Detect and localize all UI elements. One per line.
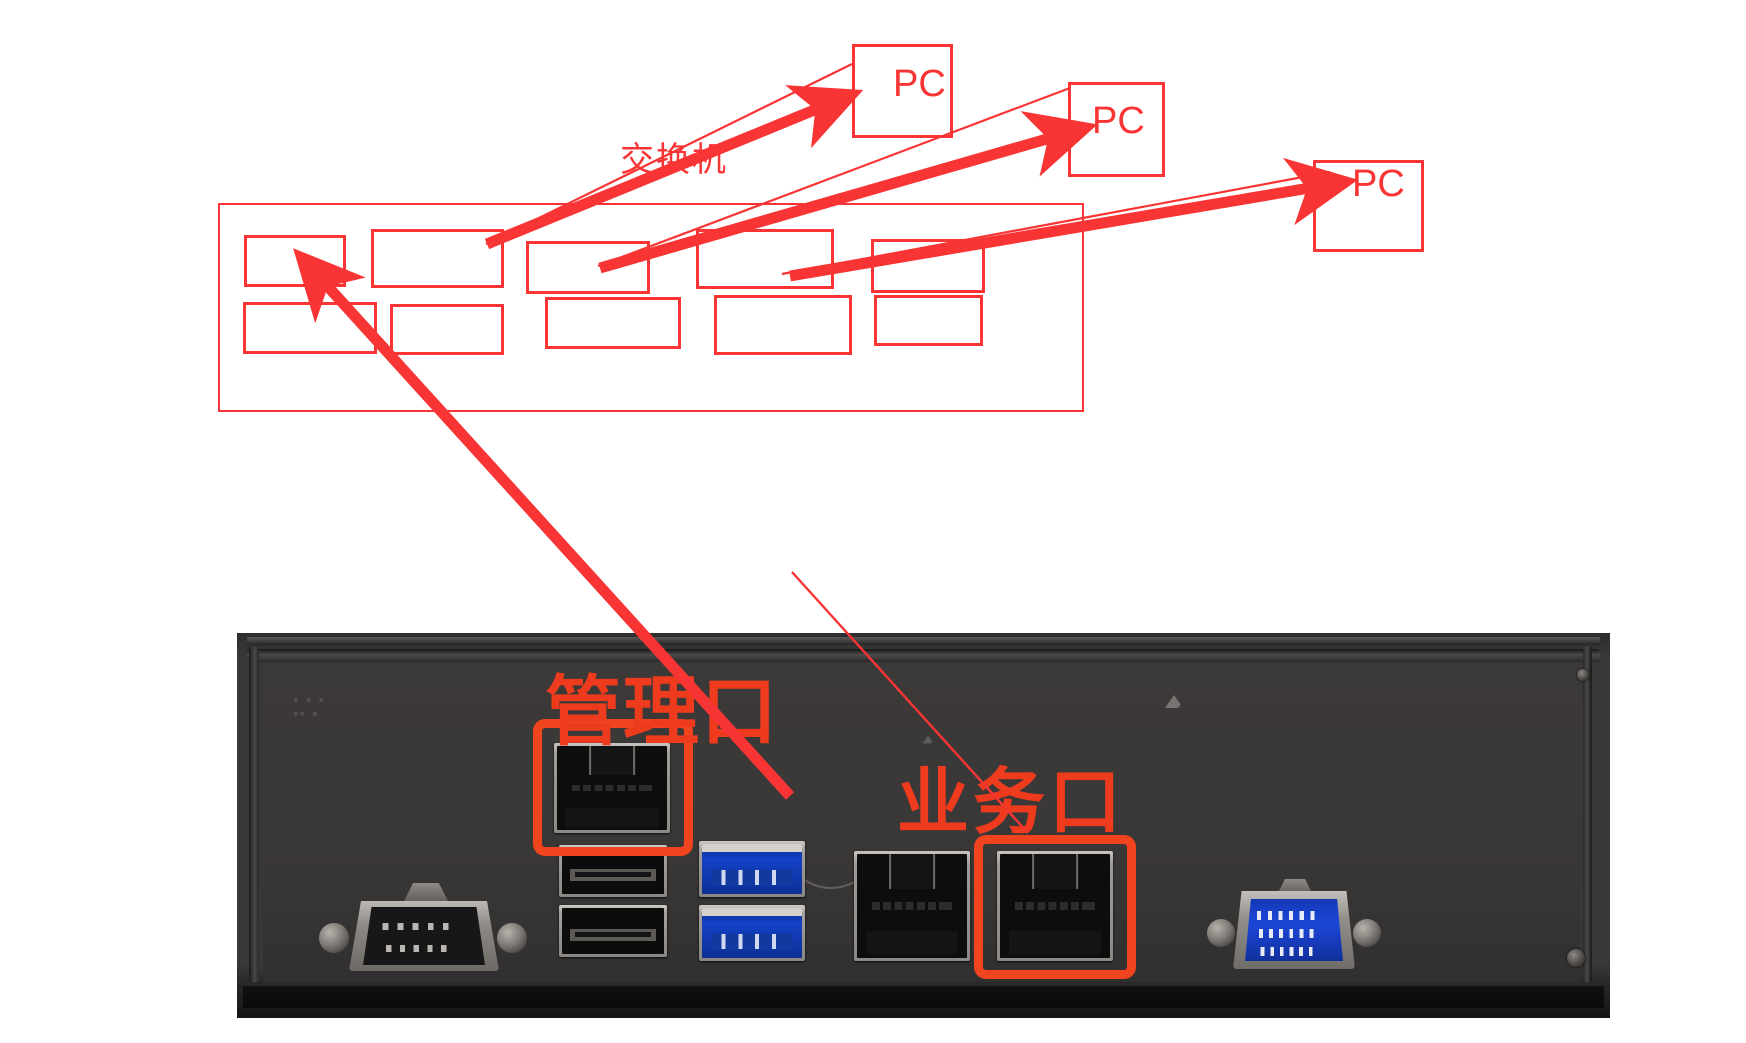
- pc-box-label: PC: [1352, 163, 1405, 205]
- serial-db9-port[interactable]: [315, 883, 535, 989]
- panel-right-rail: [1583, 647, 1592, 982]
- panel-left-rail: [249, 647, 259, 982]
- switch-port[interactable]: [371, 229, 504, 288]
- switch-port[interactable]: [243, 302, 377, 354]
- silkscreen-mark: ▪ ▪ ▪: [293, 695, 326, 705]
- panel-screw: [1577, 669, 1589, 681]
- usb3-port-lower[interactable]: [699, 905, 805, 961]
- pc-box-label: PC: [893, 63, 946, 105]
- silkscreen-warning-icon: [1165, 695, 1188, 708]
- service-port-label: 业务口: [897, 760, 1126, 844]
- switch-port[interactable]: [696, 229, 834, 289]
- switch-port[interactable]: [545, 297, 681, 349]
- panel-top-edge: [247, 637, 1600, 645]
- silkscreen-arc: [783, 793, 879, 889]
- lan-rj45-port[interactable]: [854, 851, 970, 961]
- switch-port[interactable]: [244, 235, 346, 287]
- switch-port[interactable]: [714, 295, 852, 355]
- usb2-port-lower[interactable]: [559, 905, 667, 957]
- service-port-highlight-box: [974, 835, 1136, 979]
- switch-port[interactable]: [871, 239, 985, 293]
- switch-label: 交换机: [620, 140, 728, 180]
- panel-top-rail: [247, 649, 1600, 662]
- panel-screw: [1567, 949, 1585, 967]
- service-rj45-port[interactable]: [997, 851, 1113, 961]
- hardware-rear-panel-photo: ▪ ▪ ▪ ▪▪ ▪: [237, 633, 1610, 1018]
- silkscreen-mark: ▪▪ ▪: [293, 709, 319, 719]
- usb3-port-upper[interactable]: [699, 841, 805, 897]
- switch-port[interactable]: [526, 241, 650, 294]
- pc-box-label: PC: [1092, 100, 1145, 142]
- switch-port[interactable]: [390, 304, 504, 355]
- panel-bottom-rail: [243, 986, 1604, 1008]
- vga-port[interactable]: [1205, 877, 1385, 989]
- mgmt-port-label: 管理口: [545, 667, 779, 756]
- switch-port[interactable]: [874, 295, 983, 346]
